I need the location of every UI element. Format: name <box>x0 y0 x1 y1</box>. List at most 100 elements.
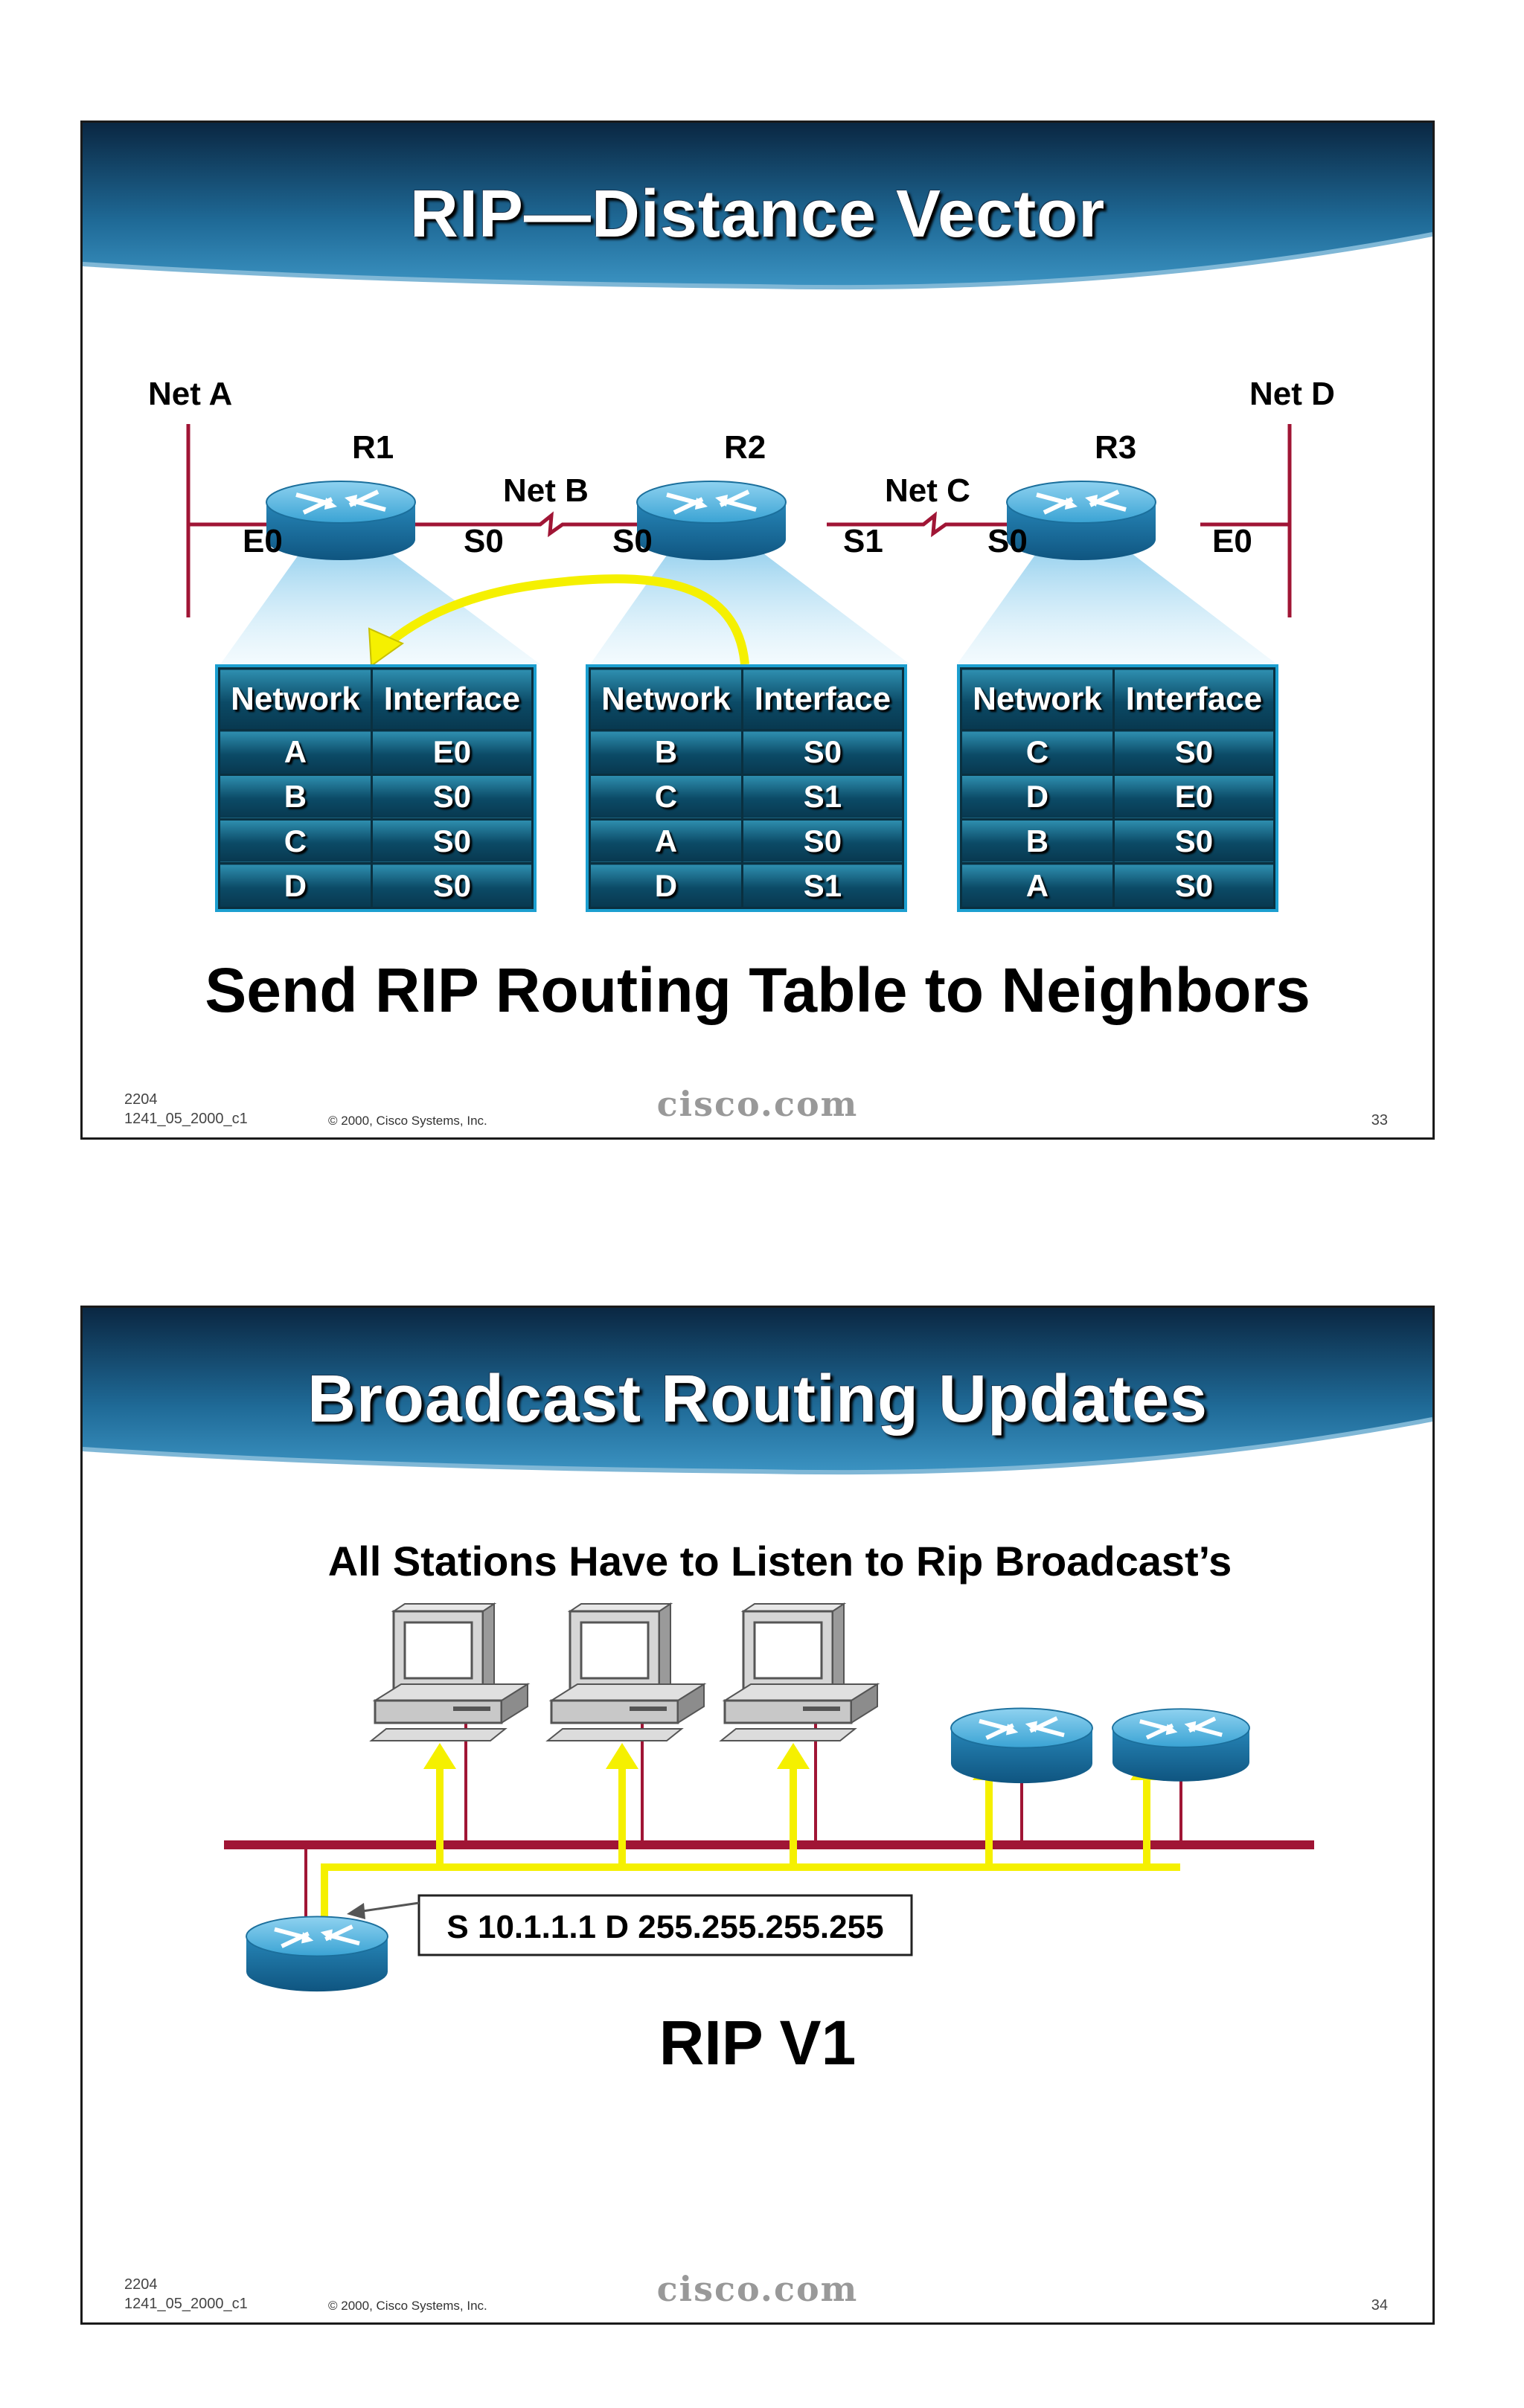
table-cell: C <box>589 773 743 821</box>
slide-title: Broadcast Routing Updates <box>307 1362 1208 1436</box>
footer-code-line2: 1241_05_2000_c1 <box>124 1111 248 1127</box>
table-cell: B <box>218 773 373 821</box>
label-net-c: Net C <box>885 472 970 509</box>
table-cell: S1 <box>740 862 905 909</box>
packet-label-box <box>417 1894 913 1956</box>
page-number: 33 <box>1371 1112 1388 1128</box>
update-arrowhead <box>368 627 405 667</box>
table-cell: A <box>218 729 373 776</box>
packet-label: S 10.1.1.1 D 255.255.255.255 <box>446 1909 884 1945</box>
footer-code-line1: 2204 <box>124 1091 158 1108</box>
network-links <box>186 424 1292 617</box>
label-r2-s0: S0 <box>612 523 653 559</box>
rip-network-diagram <box>186 424 1292 667</box>
table-cell: A <box>589 818 743 865</box>
slide-rip-distance-vector: RIP—Distance Vector Net A Net D R1 R2 R3… <box>80 121 1435 1140</box>
cisco-logo: cisco.com <box>656 2269 859 2309</box>
cisco-logo: cisco.com <box>656 1084 859 1124</box>
table-header: Network <box>218 667 373 731</box>
footer-copyright: © 2000, Cisco Systems, Inc. <box>328 1114 487 1128</box>
table-header: Interface <box>740 667 905 731</box>
table-cell: D <box>218 862 373 909</box>
workstation-1-icon <box>370 1602 529 1742</box>
table-cell: E0 <box>1112 773 1276 821</box>
table-cell: S0 <box>740 818 905 865</box>
label-net-d: Net D <box>1249 376 1335 412</box>
table-header: Network <box>960 667 1115 731</box>
workstation-3-icon <box>720 1602 879 1742</box>
footer-code-line1: 2204 <box>124 2276 158 2293</box>
slide-title: RIP—Distance Vector <box>409 177 1106 251</box>
table-cell: D <box>589 862 743 909</box>
footer-code: 2204 1241_05_2000_c1 <box>124 1090 248 1128</box>
footer-code: 2204 1241_05_2000_c1 <box>124 2275 248 2314</box>
label-r2-s1: S1 <box>843 523 883 559</box>
packet-pointer-head <box>347 1903 365 1919</box>
table-cell: S0 <box>1112 729 1276 776</box>
table-cell: C <box>218 818 373 865</box>
table-header: Interface <box>370 667 534 731</box>
table-cell: E0 <box>370 729 534 776</box>
title-banner <box>83 123 1432 290</box>
table-header: Network <box>589 667 743 731</box>
table-cell: D <box>960 773 1115 821</box>
table-header: Interface <box>1112 667 1276 731</box>
update-arrow <box>381 574 749 665</box>
r2-beam <box>590 539 910 664</box>
label-r3-s0: S0 <box>987 523 1028 559</box>
table-cell: S0 <box>740 729 905 776</box>
router-r3 <box>1007 481 1156 560</box>
table-cell: S0 <box>370 773 534 821</box>
footer-code-line2: 1241_05_2000_c1 <box>124 2296 248 2312</box>
label-r1-e0: E0 <box>243 523 283 559</box>
table-cell: S0 <box>370 862 534 909</box>
table-cell: S0 <box>1112 818 1276 865</box>
label-net-a: Net A <box>148 376 233 412</box>
table-cell: S0 <box>370 818 534 865</box>
label-r2: R2 <box>724 429 766 466</box>
slide-subtitle: All Stations Have to Listen to Rip Broad… <box>327 1538 1232 1585</box>
title-banner <box>83 1308 1432 1475</box>
router-r1 <box>266 481 415 560</box>
label-net-b: Net B <box>503 472 589 509</box>
slide-broadcast-routing-updates: Broadcast Routing Updates All Stations H… <box>80 1306 1435 2325</box>
table-cell: B <box>960 818 1115 865</box>
router-r2 <box>637 481 786 560</box>
source-router-icon <box>246 1916 388 1991</box>
footer-copyright: © 2000, Cisco Systems, Inc. <box>328 2299 487 2313</box>
label-r1-s0: S0 <box>464 523 504 559</box>
page-number: 34 <box>1371 2297 1388 2314</box>
router-icon <box>1112 1709 1249 1782</box>
workstation-2-icon <box>546 1602 705 1742</box>
table-cell: C <box>960 729 1115 776</box>
broadcast-diagram <box>224 1602 1314 2325</box>
table-cell: S1 <box>740 773 905 821</box>
slide-caption: RIP V1 <box>659 2008 857 2078</box>
label-r3-e0: E0 <box>1212 523 1252 559</box>
label-r3: R3 <box>1095 429 1137 466</box>
packet-pointer <box>357 1901 420 1913</box>
label-r1: R1 <box>352 429 394 466</box>
router-icon <box>951 1708 1092 1783</box>
r1-beam <box>220 539 540 664</box>
r3-beam <box>957 539 1277 664</box>
slide-caption: Send RIP Routing Table to Neighbors <box>205 955 1310 1025</box>
table-cell: A <box>960 862 1115 909</box>
table-cell: S0 <box>1112 862 1276 909</box>
table-cell: B <box>589 729 743 776</box>
